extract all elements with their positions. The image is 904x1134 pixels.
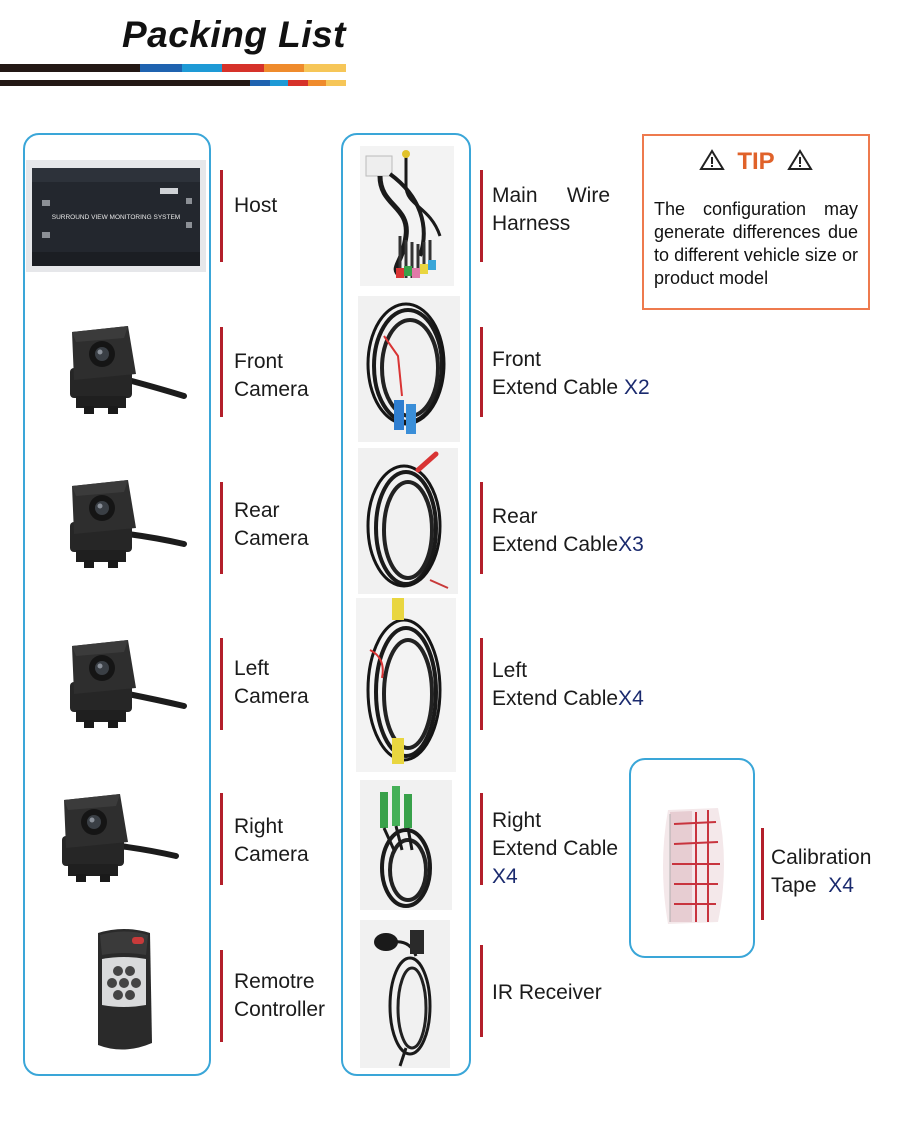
main-wire-harness-photo — [360, 146, 454, 286]
right-extend-cable-photo — [360, 780, 452, 910]
divider-rear-cable — [480, 482, 483, 574]
left-camera-photo — [70, 640, 187, 728]
divider-host — [220, 170, 223, 262]
warning-icon — [699, 149, 726, 170]
divider-right-cable — [480, 793, 483, 885]
middle-column-frame — [341, 133, 471, 1076]
rear-extend-cable-photo — [358, 448, 458, 594]
label-host: Host — [234, 194, 278, 217]
divider-calibration — [761, 828, 764, 920]
label-left-extend-cable: Left Extend CableX4 — [492, 659, 644, 710]
right-camera-photo — [62, 794, 179, 882]
qty-rear-cable: X3 — [618, 533, 644, 556]
label-rear-extend-cable: Rear Extend CableX3 — [492, 505, 644, 556]
front-extend-cable-photo — [358, 296, 460, 442]
divider-ir — [480, 945, 483, 1037]
divider-rear-camera — [220, 482, 223, 574]
left-extend-cable-photo — [356, 598, 456, 772]
qty-right-cable: X4 — [492, 865, 518, 888]
divider-front-camera — [220, 327, 223, 417]
label-right-extend-cable: Right Extend Cable X4 — [492, 807, 618, 891]
label-main-wire-harness: Main Wire Harness — [492, 184, 610, 235]
tip-heading: TIP — [644, 148, 868, 176]
divider-left-camera — [220, 638, 223, 730]
ir-receiver-photo — [360, 920, 450, 1068]
divider-right-camera — [220, 793, 223, 885]
remote-photo — [98, 929, 152, 1050]
tip-text: The configuration may generate differenc… — [654, 199, 858, 288]
calibration-tape-photo — [663, 808, 724, 924]
tip-box: TIP The configuration may generate diffe… — [642, 134, 870, 310]
qty-calibration-tape: X4 — [828, 874, 854, 897]
divider-left-cable — [480, 638, 483, 730]
qty-front-cable: X2 — [623, 376, 650, 399]
qty-left-cable: X4 — [618, 687, 644, 710]
label-calibration-tape: Calibration Tape X4 — [771, 846, 872, 897]
divider-front-cable — [480, 327, 483, 417]
divider-harness — [480, 170, 483, 262]
divider-remote — [220, 950, 223, 1042]
host-photo: SURROUND VIEW MONITORING SYSTEM — [26, 160, 206, 272]
calibration-frame — [629, 758, 755, 958]
rear-camera-photo — [70, 480, 187, 568]
host-device-text: SURROUND VIEW MONITORING SYSTEM — [52, 214, 180, 221]
warning-icon — [786, 149, 813, 170]
label-ir-receiver: IR Receiver — [492, 981, 602, 1004]
label-front-extend-cable: Front Extend Cable X2 — [492, 348, 650, 399]
front-camera-photo — [70, 326, 187, 414]
left-column-frame — [23, 133, 211, 1076]
page-title: Packing List — [122, 14, 346, 55]
